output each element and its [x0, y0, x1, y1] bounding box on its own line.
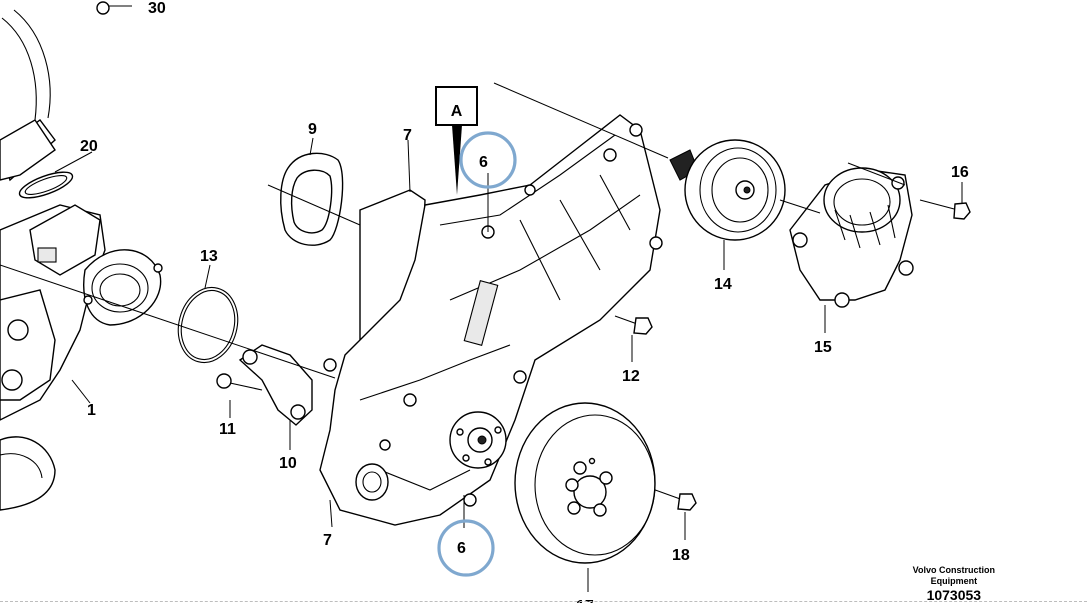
callout-18: 18 [672, 547, 690, 564]
gasket-part-9 [280, 152, 344, 246]
bottom-dashed-rule [0, 601, 1087, 602]
callout-11: 11 [219, 421, 236, 438]
timing-cover-part-7 [319, 114, 663, 526]
bolt-part-30 [96, 1, 132, 15]
callout-10: 10 [279, 455, 297, 472]
thermostat-housing-part-15 [789, 167, 914, 308]
callout-1: 1 [87, 402, 96, 419]
drawing-number: 1073053 [926, 587, 982, 603]
pulley-part-17 [514, 402, 656, 564]
highlight-circle-6-top [459, 131, 517, 189]
coolant-pipe-part-1 [0, 9, 163, 511]
callout-6-bottom: 6 [457, 540, 466, 557]
view-a-label: A [435, 86, 478, 195]
callout-13: 13 [200, 248, 218, 265]
hose-part-20 [0, 119, 74, 199]
callout-7-top: 7 [403, 127, 412, 144]
brand-line-1: Volvo Construction [912, 565, 995, 575]
callout-30: 30 [148, 0, 166, 17]
callout-12: 12 [622, 368, 640, 385]
drawing-footer: Volvo Construction Equipment 1073053 [913, 565, 995, 603]
callout-17: 17 [576, 598, 594, 603]
callout-6-top: 6 [479, 154, 488, 171]
callout-9: 9 [308, 121, 317, 138]
callout-14: 14 [714, 276, 732, 293]
o-ring-part-13 [177, 286, 239, 364]
callout-15: 15 [814, 339, 832, 356]
bracket-part-10 [238, 344, 313, 426]
bolt-part-12 [614, 315, 653, 335]
bolt-part-11 [216, 373, 263, 391]
view-a-letter: A [451, 103, 463, 120]
leader-lines [0, 5, 963, 592]
highlight-circle-6-bottom [437, 519, 495, 577]
thermostat-part-14 [669, 139, 786, 241]
callout-7-bottom: 7 [323, 532, 332, 549]
callout-16: 16 [951, 164, 969, 181]
callout-20: 20 [80, 138, 98, 155]
bolt-part-16 [919, 199, 971, 220]
brand-line-2: Equipment [930, 576, 978, 586]
